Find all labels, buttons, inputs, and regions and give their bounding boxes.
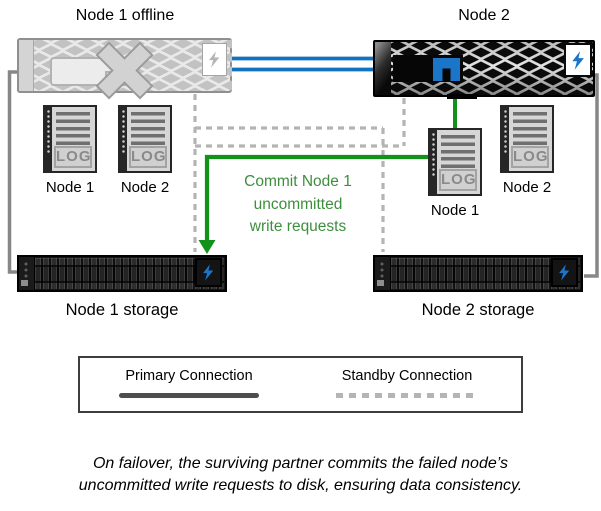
- standby-connections: [193, 94, 406, 252]
- log-file-icon: LOG: [43, 105, 97, 173]
- commit-arrow-line: [204, 154, 430, 241]
- log-file-icon: LOG: [428, 128, 482, 196]
- log-unit-node2-local: LOG Node 2: [492, 105, 562, 196]
- log-label: Node 2: [120, 179, 170, 196]
- legend-box: Primary Connection Standby Connection: [78, 356, 523, 413]
- log-unit-node1-local: LOG Node 1: [35, 105, 105, 196]
- node2-title: Node 2: [458, 7, 510, 24]
- standby-connection-swatch: [336, 393, 478, 398]
- commit-annotation: Commit Node 1 uncommitted write requests: [212, 171, 384, 239]
- node1-storage-power-indicator: [195, 258, 222, 287]
- legend-standby-label: Standby Connection: [341, 368, 473, 384]
- lightning-icon: [201, 263, 216, 282]
- lightning-icon: [557, 263, 572, 282]
- shelf-end-cap: [375, 257, 391, 290]
- log-binding-holes: [45, 109, 52, 153]
- log-unit-node1-mirror-on-node2: LOG Node 1: [420, 128, 490, 219]
- log-binding-holes: [502, 109, 509, 153]
- end-cap-button: [377, 280, 384, 286]
- node2-storage-label: Node 2 storage: [421, 301, 535, 319]
- caption-line1: On failover, the surviving partner commi…: [92, 455, 509, 472]
- log-label: Node 1: [430, 202, 480, 219]
- node2-storage-link-line: [584, 73, 599, 278]
- caption-line2: uncommitted write requests to disk, ensu…: [78, 477, 523, 494]
- offline-x-icon: [95, 41, 154, 100]
- figure-caption: On failover, the surviving partner commi…: [0, 453, 601, 497]
- primary-connection-swatch: [119, 393, 259, 398]
- lightning-icon: [207, 50, 222, 69]
- log-unit-node2-mirror-on-node1: LOG Node 2: [110, 105, 180, 196]
- log-text-lines: [56, 112, 90, 148]
- commit-annotation-line3: write requests: [249, 218, 347, 235]
- commit-arrowhead: [198, 240, 216, 254]
- legend-primary-item: Primary Connection: [99, 368, 279, 398]
- log-label: Node 1: [45, 179, 95, 196]
- node2-storage-shelf: [373, 255, 583, 292]
- end-cap-button: [21, 280, 28, 286]
- node1-title: Node 1 offline: [75, 7, 175, 24]
- node2-bezel: [375, 42, 391, 95]
- shelf-end-cap: [19, 257, 35, 290]
- node1-bezel: [19, 40, 34, 91]
- node2-bottom-tab: [447, 94, 477, 99]
- node2-storage-power-indicator: [551, 258, 578, 287]
- lightning-icon: [570, 50, 587, 71]
- node2-power-indicator: [564, 43, 592, 77]
- node1-storage-link-line: [7, 70, 18, 274]
- node2-appliance: [373, 40, 595, 99]
- log-text-lines: [131, 112, 165, 148]
- legend-standby-item: Standby Connection: [317, 368, 497, 398]
- end-cap-leds: [378, 261, 386, 283]
- node1-power-indicator: [202, 43, 227, 76]
- commit-annotation-line2: uncommitted: [253, 195, 343, 213]
- log-file-icon: LOG: [500, 105, 554, 173]
- log-word: LOG: [129, 146, 167, 168]
- log-word: LOG: [511, 146, 549, 168]
- legend-primary-label: Primary Connection: [125, 368, 253, 384]
- node1-storage-label: Node 1 storage: [65, 301, 179, 319]
- drive-slots: [34, 258, 224, 289]
- drive-slots: [390, 258, 580, 289]
- log-binding-holes: [430, 132, 437, 176]
- log-word: LOG: [439, 169, 477, 191]
- node1-storage-shelf: [17, 255, 227, 292]
- log-word: LOG: [54, 146, 92, 168]
- log-file-icon: LOG: [118, 105, 172, 173]
- log-text-lines: [441, 135, 475, 171]
- end-cap-leds: [22, 261, 30, 283]
- log-text-lines: [513, 112, 547, 148]
- commit-annotation-line1: Commit Node 1: [244, 173, 352, 190]
- log-binding-holes: [120, 109, 127, 153]
- log-label: Node 2: [502, 179, 552, 196]
- netapp-logo-icon: [433, 58, 460, 81]
